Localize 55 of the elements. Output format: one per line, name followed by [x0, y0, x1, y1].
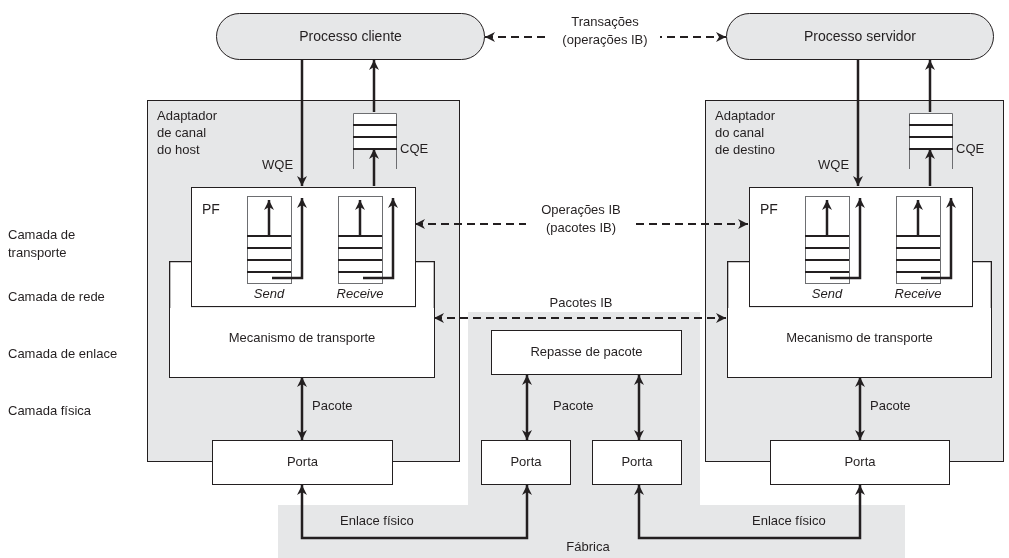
layer-label: Camada de enlace [8, 345, 119, 363]
process-pill [726, 13, 994, 60]
packet-label: Pacote [553, 397, 594, 415]
arrow [853, 60, 863, 186]
queue-pair-label: PF [760, 200, 778, 219]
box-label: Porta [620, 454, 654, 471]
box-label: Porta [509, 454, 543, 471]
process-box [212, 440, 393, 485]
process-pill [216, 13, 485, 60]
layer-label: Camada de rede [8, 288, 106, 306]
edge-label: Enlace físico [752, 512, 826, 530]
layer-label: Camada física [8, 402, 93, 420]
arrow [369, 149, 379, 186]
arrow [925, 149, 935, 186]
fabric-label: Fábrica [565, 539, 611, 556]
arrow [297, 485, 532, 540]
transport-box [169, 308, 435, 378]
queue-pair-box [191, 187, 416, 307]
transport-label: Mecanismo de transporte [227, 330, 377, 347]
queue-caption: CQE [400, 141, 429, 158]
transport-box [727, 308, 992, 378]
arrow [925, 60, 935, 112]
dashed-arrow [433, 313, 727, 323]
arrow [297, 377, 307, 440]
process-label: Processo cliente [298, 27, 403, 46]
arrow [297, 60, 307, 186]
edge-label: WQE [262, 156, 294, 174]
transport-label: Mecanismo de transporte [785, 330, 934, 347]
arrow [855, 377, 865, 440]
edge-label: Pacote [870, 397, 911, 415]
box-label: Porta [285, 454, 320, 471]
arrow [634, 485, 865, 540]
box-label: Repasse de pacote [529, 344, 644, 361]
process-box [592, 440, 682, 485]
arrow [369, 60, 379, 112]
queue-pair-label: PF [202, 200, 220, 219]
arrow [634, 375, 644, 440]
process-box [770, 440, 950, 485]
queue-label: Send [252, 286, 286, 303]
process-box [491, 330, 682, 375]
adapter-label: Adaptador do canal de destino [715, 108, 776, 159]
queue-caption: CQE [956, 141, 985, 158]
queue-pair-box [749, 187, 973, 307]
edge-label: Enlace físico [340, 512, 414, 530]
process-box [481, 440, 571, 485]
process-label: Processo servidor [802, 27, 917, 46]
layer-label: Camada de transporte [8, 226, 77, 262]
box-label: Porta [843, 454, 877, 471]
queue-label: Send [810, 286, 844, 303]
edge-label: Pacote [312, 397, 353, 415]
adapter-label: Adaptador de canal do host [157, 108, 218, 159]
edge-label: WQE [818, 156, 850, 174]
queue-label: Receive [893, 286, 943, 303]
arrow [522, 375, 532, 440]
queue-label: Receive [335, 286, 385, 303]
